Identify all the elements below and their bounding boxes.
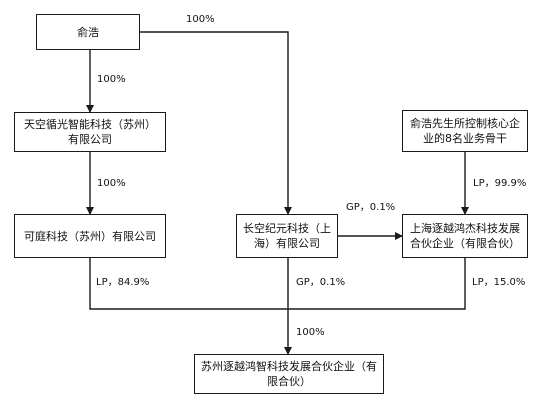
edge-shanghai-merge [288, 258, 466, 310]
edge-label-tiankong-keting: 100% [97, 178, 126, 189]
node-tiankong: 天空循光智能科技（苏州）有限公司 [14, 112, 166, 152]
node-keting-label: 可庭科技（苏州）有限公司 [24, 229, 156, 243]
node-core-members-label: 俞浩先生所控制核心企业的8名业务骨干 [410, 117, 520, 145]
node-shanghai-partnership: 上海逐越鸿杰科技发展合伙企业（有限合伙） [402, 214, 528, 258]
edge-keting-merge [89, 258, 288, 310]
edge-yuhao-changkong [140, 31, 292, 215]
edge-label-changkong-shanghai: GP，0.1% [346, 202, 396, 213]
node-core-members: 俞浩先生所控制核心企业的8名业务骨干 [402, 110, 528, 152]
node-tiankong-label: 天空循光智能科技（苏州）有限公司 [24, 118, 156, 146]
node-keting: 可庭科技（苏州）有限公司 [14, 214, 166, 258]
edge-label-yuhao-tiankong: 100% [97, 74, 126, 85]
edge-label-merge-suzhou: 100% [296, 327, 325, 338]
node-changkong: 长空纪元科技（上海）有限公司 [236, 214, 338, 258]
node-suzhou-partnership-label: 苏州逐越鸿智科技发展合伙企业（有限合伙） [201, 360, 377, 388]
edge-label-shanghai-suzhou: LP，15.0% [472, 277, 526, 288]
edge-label-core-shanghai: LP，99.9% [473, 178, 527, 189]
node-yuhao-label: 俞浩 [77, 25, 99, 39]
edge-label-changkong-suzhou: GP，0.1% [296, 277, 346, 288]
node-shanghai-partnership-label: 上海逐越鸿杰科技发展合伙企业（有限合伙） [410, 222, 520, 250]
node-yuhao: 俞浩 [36, 14, 140, 50]
edge-label-keting-suzhou: LP，84.9% [96, 277, 150, 288]
node-suzhou-partnership: 苏州逐越鸿智科技发展合伙企业（有限合伙） [194, 354, 384, 394]
edge-label-yuhao-changkong: 100% [186, 14, 215, 25]
node-changkong-label: 长空纪元科技（上海）有限公司 [243, 222, 331, 250]
